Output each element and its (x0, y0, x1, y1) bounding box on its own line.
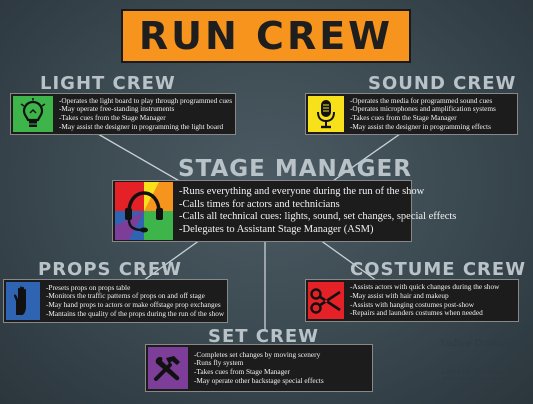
list-item: -Repairs and launders costumes when need… (350, 308, 483, 318)
costume-crew-heading: Costume Crew (350, 259, 527, 280)
list-item: -Operates the light board to play throug… (59, 95, 233, 105)
list-item: -May operate free-standing instruments (59, 104, 175, 114)
list-item: -Calls times for actors and technicians (179, 198, 340, 210)
list-item: -Monitors the traffic patterns of props … (46, 291, 205, 301)
microphone-icon (306, 94, 346, 134)
list-item: -Operates microphones and amplification … (350, 104, 496, 114)
list-item: -Mantains the quality of the props durin… (46, 308, 225, 318)
props-crew-list: -Presets props on props table -Monitors … (42, 280, 228, 322)
title-banner: RUN CREW (121, 9, 411, 63)
scissors-icon (306, 280, 346, 321)
costume-crew-list: -Assists actors with quick changes durin… (346, 280, 503, 321)
list-item: -Completes set changes by moving scenery (194, 349, 321, 359)
list-item: -Runs fly system (194, 358, 244, 368)
list-item: -Delegates to Assistant Stage Manager (A… (179, 223, 374, 235)
sound-crew-box: -Operates the media for programmed sound… (305, 93, 518, 135)
set-crew-box: -Completes set changes by moving scenery… (145, 344, 373, 392)
stage-manager-list: -Runs everything and everyone during the… (175, 181, 460, 241)
list-item: -May operate other backstage special eff… (194, 375, 324, 385)
set-crew-heading: Set Crew (208, 326, 320, 347)
stage-manager-heading: Stage Manager (178, 156, 412, 182)
watermark-brand: Ludlow Dramatics (440, 338, 516, 349)
light-crew-heading: Light Crew (40, 73, 176, 94)
stage-manager-box: -Runs everything and everyone during the… (112, 180, 456, 242)
light-crew-list: -Operates the light board to play throug… (55, 94, 236, 134)
watermark-logo: Ludlow Dramatics Live Life Dramatically … (428, 338, 528, 382)
light-crew-box: -Operates the light board to play throug… (10, 93, 236, 135)
list-item: -May hand props to actors or make offsta… (46, 300, 221, 309)
list-item: -Assists with hanging costumes post-show (350, 299, 475, 309)
hand-icon (4, 280, 42, 322)
list-item: -May assist the designer in programming … (59, 121, 224, 131)
lightbulb-icon (11, 94, 55, 134)
list-item: -Calls all technical cues: lights, sound… (179, 211, 457, 222)
sound-crew-heading: Sound Crew (368, 73, 517, 94)
list-item: -Presets props on props table (46, 282, 131, 292)
list-item: -Runs everything and everyone during the… (179, 186, 425, 197)
sound-crew-list: -Operates the media for programmed sound… (346, 94, 500, 134)
tools-icon (146, 345, 190, 391)
list-item: -Operates the media for programmed sound… (350, 95, 493, 105)
headset-icon (113, 181, 175, 241)
props-crew-heading: Props Crew (38, 259, 182, 280)
watermark-url: www.LudlowDramatics.com (443, 376, 513, 382)
list-item: -Takes cues from the Stage Manager (350, 113, 457, 122)
watermark-tagline: Live Life Dramatically (441, 367, 515, 376)
list-item: -May assist the designer in programming … (350, 121, 491, 131)
props-crew-box: -Presets props on props table -Monitors … (3, 279, 228, 323)
list-item: -Takes cues from the Stage Manager (59, 113, 166, 122)
list-item: -Takes cues from Stage Manager (194, 367, 290, 376)
set-crew-list: -Completes set changes by moving scenery… (190, 345, 328, 391)
costume-crew-box: -Assists actors with quick changes durin… (305, 279, 519, 322)
list-item: -May assist with hair and makeup (350, 290, 449, 300)
list-item: -Assists actors with quick changes durin… (350, 282, 500, 292)
page-title: RUN CREW (138, 14, 394, 58)
